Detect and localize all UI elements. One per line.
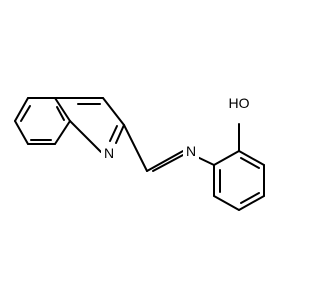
atom-label-background xyxy=(183,142,199,160)
bond xyxy=(109,125,118,142)
bond xyxy=(238,195,265,211)
bond xyxy=(115,124,125,144)
bond xyxy=(14,120,29,145)
bond xyxy=(240,157,260,169)
bond xyxy=(213,150,240,166)
bond xyxy=(152,154,184,172)
bond xyxy=(56,106,65,121)
bond xyxy=(54,97,71,122)
molecule-drawing: N N HO xyxy=(14,94,265,211)
bond xyxy=(146,150,184,172)
atom-label-layer: N N HO xyxy=(101,94,255,162)
atom-label-background xyxy=(223,94,255,112)
imine-nitrogen-label: N xyxy=(186,143,196,159)
bond xyxy=(213,195,240,211)
bond xyxy=(54,120,71,145)
bond xyxy=(123,124,148,172)
bond xyxy=(20,105,31,122)
bond xyxy=(238,150,265,166)
bond xyxy=(69,120,102,153)
atom-label-background xyxy=(101,144,117,162)
bond xyxy=(102,97,125,126)
bond-layer xyxy=(14,97,265,211)
structure-canvas: N N HO xyxy=(14,94,265,211)
hydroxyl-label: HO xyxy=(229,95,250,111)
bond xyxy=(240,192,260,204)
bond xyxy=(14,97,29,122)
quinoline-nitrogen-label: N xyxy=(104,145,114,161)
